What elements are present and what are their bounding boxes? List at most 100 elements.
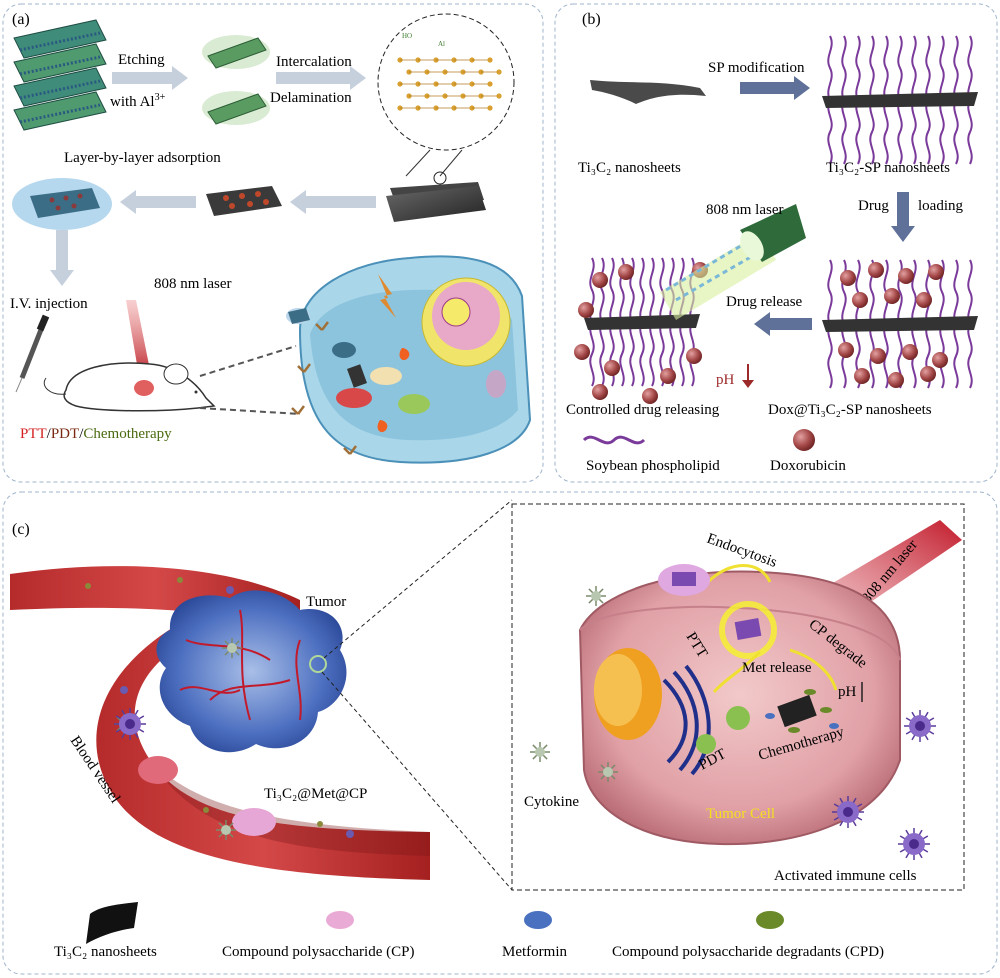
phospholipid-chain	[967, 259, 973, 325]
arrow-drug-release	[754, 312, 812, 336]
phospholipid-chain	[649, 257, 655, 323]
slash-2: /	[79, 426, 84, 442]
dox-bead	[932, 352, 948, 368]
dox-bead	[840, 270, 856, 286]
lattice-structure	[397, 57, 502, 111]
phospholipid-chain	[855, 35, 861, 101]
phospholipid-chain	[953, 259, 959, 325]
max-phase-stack	[13, 19, 107, 131]
panel-a-frame	[2, 3, 544, 483]
panel-b-frame	[554, 3, 998, 483]
arrow-etching	[112, 66, 188, 90]
dox-bead	[618, 264, 634, 280]
legend: Ti₃C₂ nanosheets Compound polysaccharide…	[54, 902, 884, 960]
dox-bead	[604, 360, 620, 376]
cytokine-body	[603, 767, 613, 777]
phospholipid-chain	[911, 99, 917, 165]
drug-label: Drug	[858, 198, 889, 214]
phospholipid-chain	[869, 99, 875, 165]
dox-bead	[928, 264, 944, 280]
arrow-down-injection	[50, 230, 74, 286]
legend-ti3c2-label: Ti₃C₂ nanosheets	[54, 944, 157, 960]
dox-label: Dox@Ti₃C₂-SP nanosheets	[768, 402, 932, 418]
phospholipid-chain	[599, 321, 605, 387]
sp-nanosheet-top	[822, 35, 978, 165]
dox-bead	[642, 388, 658, 404]
immune-cell-nucleus	[915, 721, 925, 731]
lattice-zoom: HO Al	[377, 13, 515, 177]
immune-cell-nucleus	[909, 839, 919, 849]
with-al-text: with Al	[110, 94, 155, 110]
immune-cells	[114, 708, 936, 860]
nanosheet-body	[584, 314, 700, 330]
doxorubicin-label: Doxorubicin	[770, 458, 846, 474]
phospholipid-chain	[629, 257, 635, 323]
endocytosis-particle	[658, 564, 710, 596]
cytokine-body	[535, 747, 545, 757]
tumor-mass	[156, 590, 347, 753]
dotted-sheet	[206, 186, 282, 216]
mouse-icon	[43, 362, 216, 412]
met-release-label: Met release	[742, 660, 812, 676]
released-nanosheet	[574, 257, 708, 404]
dox-loaded-nanosheet	[822, 259, 978, 389]
phospholipid-chain	[659, 257, 665, 323]
phospholipid-chain	[967, 99, 973, 165]
laser-device-b	[660, 204, 806, 320]
blood-vessel	[10, 566, 430, 880]
nanosheet-body	[822, 92, 978, 108]
legend-cpd-label: Compound polysaccharide degradants (CPD)	[612, 944, 884, 960]
phospholipid-chain	[649, 321, 655, 387]
lattice-atom	[496, 93, 502, 99]
legend-cpd-icon	[756, 911, 784, 929]
phospholipid-chain	[897, 99, 903, 165]
dox-bead	[916, 292, 932, 308]
ti3c2-label-b: Ti₃C₂ nanosheets	[578, 160, 681, 176]
ph-label-c: pH	[838, 684, 857, 700]
phospholipid-chain	[925, 35, 931, 101]
slash-1: /	[47, 426, 52, 442]
tumor-cell-label: Tumor Cell	[706, 806, 775, 822]
legend-ti3c2-icon	[86, 902, 138, 944]
sp-modification-label: SP modification	[708, 60, 805, 76]
dox-bead	[578, 302, 594, 318]
phospholipid-chain	[639, 257, 645, 323]
bare-sheet-b	[590, 80, 706, 104]
arrow-drug-loading	[891, 192, 915, 242]
etched-flakes	[202, 35, 270, 125]
phospholipid-chain	[967, 35, 973, 101]
phospholipid-chain	[869, 35, 875, 101]
lattice-atom	[487, 57, 493, 63]
lbl-adsorption-label: Layer-by-layer adsorption	[64, 150, 221, 166]
phospholipid-chain	[599, 257, 605, 323]
mxene-sheet	[386, 171, 486, 222]
panel-b-laser-label: 808 nm laser	[706, 202, 783, 218]
dox-bead	[902, 344, 918, 360]
syringe-icon	[15, 314, 50, 393]
phospholipid-chain	[953, 323, 959, 389]
al-superscript: 3+	[155, 92, 166, 103]
dox-bead	[686, 348, 702, 364]
ph-down-arrow-b	[742, 364, 754, 388]
phospholipid-chain	[827, 323, 833, 389]
phospholipid-chain	[589, 321, 595, 387]
cytokine-body	[221, 825, 231, 835]
dox-bead	[884, 288, 900, 304]
immune-cell-nucleus	[125, 719, 135, 729]
controlled-label: Controlled drug releasing	[566, 402, 720, 418]
therapy-legend: PTT/PDT/Chemotherapy	[20, 426, 172, 442]
doxorubicin-icon	[793, 429, 815, 451]
panel-c: (c) Blood vessel Tumor Ti₃C₂@Met@C	[10, 499, 965, 960]
cytokine-body	[227, 643, 237, 653]
phospholipid-chain	[639, 321, 645, 387]
iv-injection-label: I.V. injection	[10, 296, 88, 312]
tumor-cell	[578, 564, 901, 846]
with-al-label: with Al3+	[110, 92, 166, 110]
cytokine-label: Cytokine	[524, 794, 579, 810]
etching-label: Etching	[118, 52, 165, 68]
phospholipid-chain	[939, 35, 945, 101]
phospholipid-chain	[855, 259, 861, 325]
dox-bead	[660, 368, 676, 384]
